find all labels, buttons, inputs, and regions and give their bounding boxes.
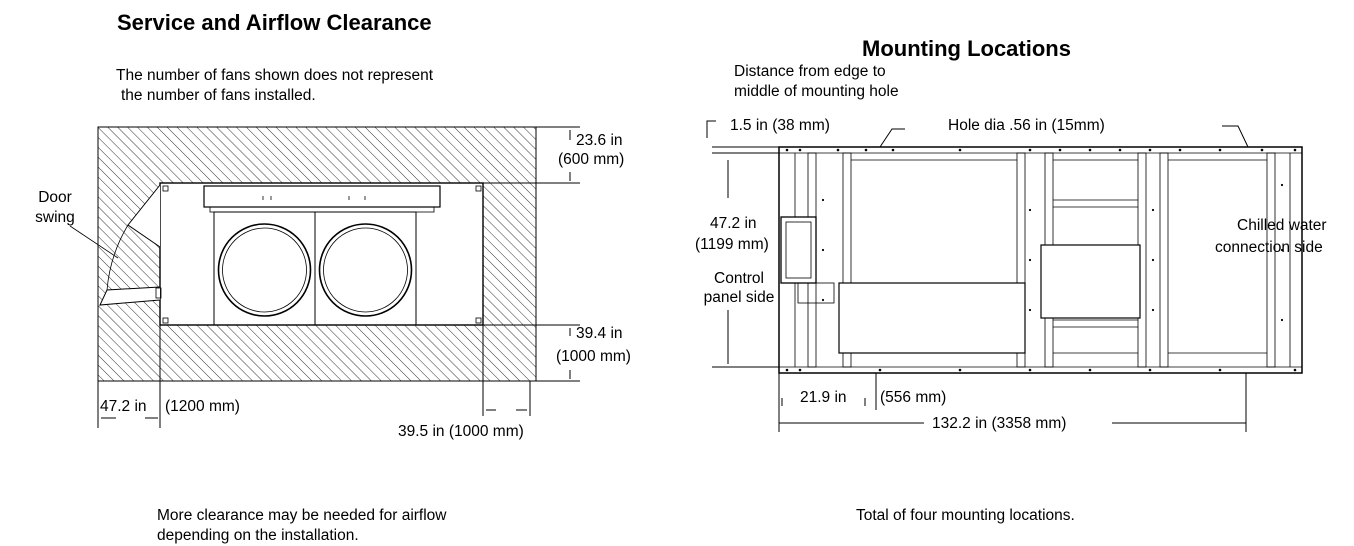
hole-dia-label: Hole dia .56 in (15mm)	[948, 117, 1105, 134]
dim-edge-label: 1.5 in (38 mm)	[730, 117, 830, 134]
chilled-water-label-1: Chilled water	[1237, 217, 1327, 234]
door-swing-label-2: swing	[35, 209, 75, 226]
dim-bottom-in: 39.4 in	[576, 325, 623, 342]
airflow-note-line-2: depending on the installation.	[157, 527, 359, 544]
fan-note-line-2: the number of fans installed.	[121, 87, 316, 104]
dim-offset-mm: (556 mm)	[880, 389, 947, 406]
dim-left-in: 47.2 in	[100, 398, 147, 415]
dim-top-mm: (600 mm)	[558, 151, 625, 168]
airflow-note-line-1: More clearance may be needed for airflow	[157, 507, 447, 524]
mounting-drawing	[706, 120, 1303, 432]
door-swing-label-1: Door	[38, 189, 72, 206]
middle-panel	[1040, 244, 1141, 319]
fan-left	[217, 223, 312, 317]
dim-height-mm: (1199 mm)	[695, 236, 769, 253]
control-panel-label-1: Control	[714, 270, 764, 287]
fan-right	[318, 223, 413, 317]
lower-panel	[838, 282, 1026, 354]
edge-note-line-2: middle of mounting hole	[734, 83, 899, 100]
fan-housing-right	[314, 211, 417, 326]
clearance-title: Service and Airflow Clearance	[117, 10, 432, 35]
fan-note-line-1: The number of fans shown does not repres…	[116, 67, 434, 84]
chilled-water-label-2: connection side	[1215, 239, 1323, 256]
clearance-drawing	[69, 126, 580, 428]
control-panel-label-2: panel side	[703, 289, 775, 306]
dim-offset-in: 21.9 in	[800, 389, 847, 406]
door-swing	[99, 184, 162, 306]
dim-top-in: 23.6 in	[576, 132, 623, 149]
mounting-title: Mounting Locations	[862, 36, 1071, 61]
dim-right: 39.5 in (1000 mm)	[398, 423, 524, 440]
dim-left-mm: (1200 mm)	[165, 398, 240, 415]
dim-bottom-mm: (1000 mm)	[556, 348, 631, 365]
edge-note-line-1: Distance from edge to	[734, 63, 886, 80]
dim-length-label: 132.2 in (3358 mm)	[932, 415, 1067, 432]
mounting-holes	[785, 148, 1297, 372]
mounting-note: Total of four mounting locations.	[856, 507, 1075, 524]
dim-height-in: 47.2 in	[710, 215, 757, 232]
